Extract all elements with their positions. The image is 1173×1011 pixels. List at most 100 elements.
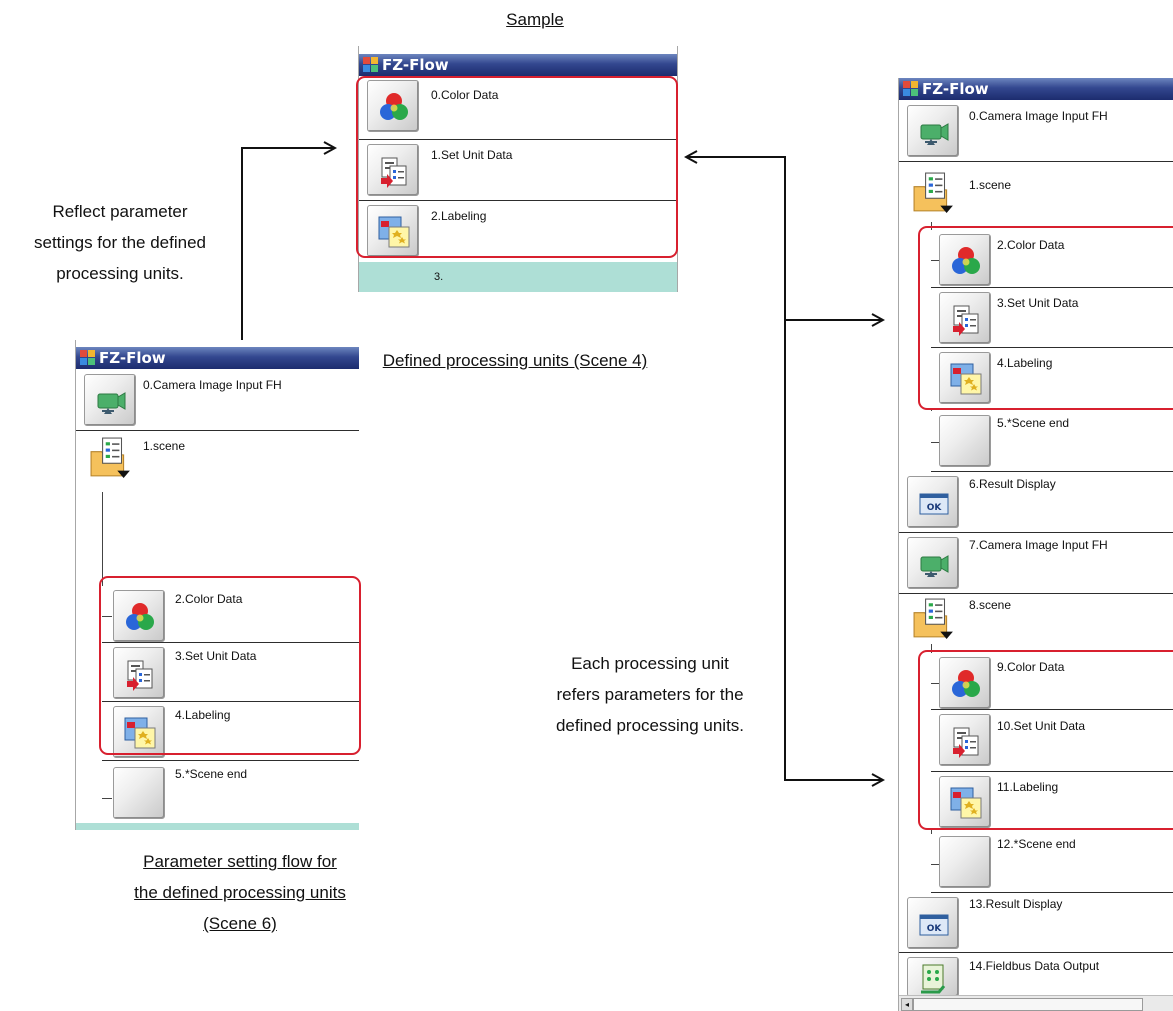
scroll-left-arrow-icon[interactable]: ◂ <box>901 998 913 1011</box>
flow-item-label: 9.Color Data <box>997 660 1065 674</box>
flow-item-label: 1.scene <box>143 439 186 453</box>
result-display-icon[interactable] <box>907 476 959 528</box>
left-flow-window: FZ-Flow 0.Camera Image Input FH 1.scene … <box>75 340 359 830</box>
flow-item-label: 2.Color Data <box>997 238 1065 252</box>
fieldbus-icon[interactable] <box>907 957 959 997</box>
blank-icon[interactable] <box>939 836 991 888</box>
defined-units-highlight <box>356 76 678 258</box>
flow-item-label: 2.Color Data <box>175 592 243 606</box>
flow-item-label: 0.Color Data <box>431 88 499 102</box>
color-data-icon[interactable] <box>939 234 991 286</box>
flow-item-set-unit-data[interactable]: 3.Set Unit Data <box>931 288 1173 348</box>
tree-line <box>931 442 939 443</box>
flow-item-label: 1.scene <box>969 178 1012 192</box>
camera-icon[interactable] <box>907 105 959 157</box>
caption-reflect-line: settings for the defined <box>33 233 206 252</box>
flow-item-label: 12.*Scene end <box>997 837 1076 851</box>
caption-reflect-line: Reflect parameter <box>52 202 188 221</box>
labeling-icon[interactable] <box>939 776 991 828</box>
flow-item-label: 3.Set Unit Data <box>997 296 1079 310</box>
flow-item-label: 7.Camera Image Input FH <box>969 538 1108 552</box>
flow-item-labeling[interactable]: 4.Labeling <box>102 702 359 761</box>
caption-reflect: Reflect parameter settings for the defin… <box>0 196 240 289</box>
flow-item-fieldbus-output[interactable]: 14.Fieldbus Data Output <box>899 953 1173 997</box>
tree-line <box>931 260 939 261</box>
flow-item-camera-input[interactable]: 0.Camera Image Input FH <box>899 101 1173 162</box>
flow-item-label: 3.Set Unit Data <box>175 649 257 663</box>
scene-folder-icon[interactable] <box>913 172 955 214</box>
color-data-icon[interactable] <box>367 80 419 132</box>
color-data-icon[interactable] <box>939 657 991 709</box>
flow-item-scene[interactable]: 1.scene <box>76 431 359 491</box>
flow-item-partial[interactable] <box>76 823 359 830</box>
set-unit-data-icon[interactable] <box>939 714 991 766</box>
flow-item-labeling[interactable]: 11.Labeling <box>931 772 1173 830</box>
flow-item-label: 8.scene <box>969 598 1012 612</box>
blank-icon[interactable] <box>939 415 991 467</box>
flow-item-scene-end[interactable]: 5.*Scene end <box>102 761 359 823</box>
set-unit-data-icon[interactable] <box>939 292 991 344</box>
tree-line <box>102 798 112 799</box>
flow-item-label: 4.Labeling <box>175 708 231 722</box>
flow-item-color-data[interactable]: 9.Color Data <box>931 653 1173 710</box>
scene-folder-icon[interactable] <box>90 437 132 479</box>
flow-item-camera-input[interactable]: 0.Camera Image Input FH <box>76 370 359 431</box>
window-title: FZ-Flow <box>922 80 989 98</box>
color-data-icon[interactable] <box>113 590 165 642</box>
flow-item-label: 2.Labeling <box>431 209 487 223</box>
flow-item-set-unit-data[interactable]: 3.Set Unit Data <box>102 643 359 702</box>
result-display-icon[interactable] <box>907 897 959 949</box>
flow-item-label: 11.Labeling <box>997 780 1059 794</box>
caption-param-flow-line: (Scene 6) <box>203 914 277 933</box>
scene-folder-icon[interactable] <box>913 598 955 640</box>
flow-item-labeling[interactable]: 4.Labeling <box>931 348 1173 408</box>
blank-icon[interactable] <box>113 767 165 819</box>
window-title: FZ-Flow <box>99 349 166 367</box>
flow-item-camera-input[interactable]: 7.Camera Image Input FH <box>899 533 1173 594</box>
flow-item-label: 5.*Scene end <box>997 416 1070 430</box>
flow-item-set-unit-data[interactable]: 10.Set Unit Data <box>931 710 1173 772</box>
camera-icon[interactable] <box>907 537 959 589</box>
horizontal-scrollbar[interactable]: ◂ <box>899 995 1173 1011</box>
flow-item-set-unit-data[interactable]: 1.Set Unit Data <box>359 140 677 201</box>
flow-item-scene[interactable]: 8.scene <box>899 594 1173 654</box>
tree-line <box>931 864 939 865</box>
caption-each-unit-line: defined processing units. <box>555 716 745 735</box>
flow-item-partial[interactable]: 3. <box>359 262 677 292</box>
flow-item-color-data[interactable]: 2.Color Data <box>931 230 1173 288</box>
left-units-highlight <box>99 576 361 755</box>
caption-defined-units: Defined processing units (Scene 4) <box>382 351 648 370</box>
flow-item-labeling[interactable]: 2.Labeling <box>359 201 677 261</box>
flow-item-color-data[interactable]: 2.Color Data <box>102 586 359 643</box>
set-unit-data-icon[interactable] <box>113 647 165 699</box>
flow-item-label: 6.Result Display <box>969 477 1056 491</box>
labeling-icon[interactable] <box>113 706 165 758</box>
tree-line <box>102 616 112 617</box>
labeling-icon[interactable] <box>939 352 991 404</box>
flow-item-color-data[interactable]: 0.Color Data <box>359 76 677 140</box>
flow-item-label: 1.Set Unit Data <box>431 148 513 162</box>
flow-item-result-display[interactable]: 13.Result Display <box>899 893 1173 953</box>
flow-item-scene-end[interactable]: 5.*Scene end <box>931 411 1173 472</box>
right-flow-window: FZ-Flow 0.Camera Image Input FH 1.scene … <box>898 78 1173 1011</box>
caption-param-flow-line: the defined processing units <box>134 883 346 902</box>
flow-item-scene-end[interactable]: 12.*Scene end <box>931 834 1173 893</box>
fz-flow-icon <box>363 57 378 72</box>
right-title-bar: FZ-Flow <box>899 78 1173 100</box>
camera-icon[interactable] <box>84 374 136 426</box>
caption-reflect-line: processing units. <box>56 264 184 283</box>
right-units-highlight-top <box>918 226 1173 410</box>
set-unit-data-icon[interactable] <box>367 144 419 196</box>
flow-item-label: 0.Camera Image Input FH <box>969 109 1108 123</box>
flow-item-label: 0.Camera Image Input FH <box>143 378 282 392</box>
fz-flow-icon <box>903 81 918 96</box>
scrollbar-thumb[interactable] <box>913 998 1143 1011</box>
caption-param-flow: Parameter setting flow for the defined p… <box>80 846 400 939</box>
refer-arrow-left <box>686 157 786 320</box>
right-units-highlight-bottom <box>918 650 1173 830</box>
flow-item-label: 13.Result Display <box>969 897 1063 911</box>
flow-item-result-display[interactable]: 6.Result Display <box>899 472 1173 533</box>
flow-item-scene[interactable]: 1.scene <box>899 162 1173 222</box>
flow-item-label: 4.Labeling <box>997 356 1053 370</box>
flow-item-label: 5.*Scene end <box>175 767 248 781</box>
